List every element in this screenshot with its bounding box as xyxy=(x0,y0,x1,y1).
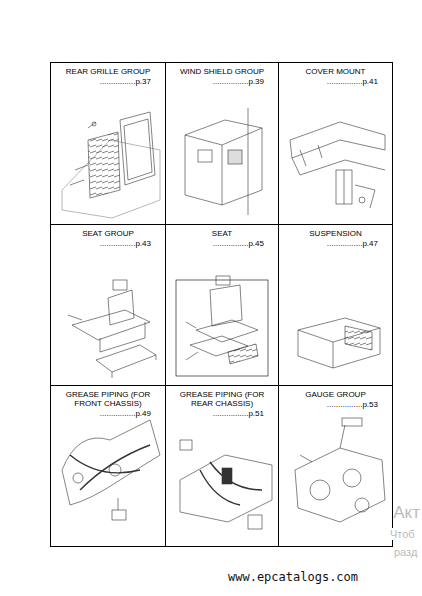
watermark-url: www.epcatalogs.com xyxy=(228,570,358,584)
index-cell: SEAT................p.45 xyxy=(165,224,279,386)
section-title: GREASE PIPING (FOR FRONT CHASSIS) xyxy=(62,390,154,408)
activation-notice: Чтоб xyxy=(390,528,415,540)
section-title: GAUGE GROUP xyxy=(282,390,389,399)
index-cell: REAR GRILLE GROUP................p.37 xyxy=(50,62,166,225)
wind-shield-drawing xyxy=(185,108,262,215)
gauge-drawing xyxy=(295,418,385,522)
index-cell: GREASE PIPING (FOR FRONT CHASSIS).......… xyxy=(50,385,166,547)
seat-group-drawing xyxy=(68,280,156,378)
seat-drawing xyxy=(176,276,268,376)
index-cell: GAUGE GROUP................p.53 xyxy=(278,385,393,547)
section-title: SEAT GROUP xyxy=(54,229,162,238)
section-title: COVER MOUNT xyxy=(282,67,389,76)
page-reference: ................p.45 xyxy=(169,239,264,248)
section-title: SUSPENSION xyxy=(282,229,389,238)
page-reference: ................p.53 xyxy=(282,400,378,409)
page-reference: ................p.43 xyxy=(54,239,151,248)
page-reference: ................p.47 xyxy=(282,239,378,248)
page-reference: ................p.41 xyxy=(282,77,378,86)
suspension-drawing xyxy=(298,318,380,368)
index-cell: SUSPENSION................p.47 xyxy=(278,224,393,386)
rear-grille-drawing xyxy=(62,112,160,218)
index-cell: COVER MOUNT................p.41 xyxy=(278,62,393,225)
section-title: REAR GRILLE GROUP xyxy=(54,67,162,76)
cover-mount-drawing xyxy=(290,122,385,208)
section-title: WIND SHIELD GROUP xyxy=(169,67,275,76)
grease-front-drawing xyxy=(62,420,160,520)
section-title: GREASE PIPING (FOR REAR CHASSIS) xyxy=(176,390,268,408)
index-cell: SEAT GROUP................p.43 xyxy=(50,224,166,386)
grease-rear-drawing xyxy=(180,440,272,529)
page-reference: ................p.51 xyxy=(169,409,264,418)
page-reference: ................p.37 xyxy=(54,77,151,86)
page-reference: ................p.39 xyxy=(169,77,264,86)
section-title: SEAT xyxy=(169,229,275,238)
page-reference: ................p.49 xyxy=(54,409,151,418)
activation-notice: Акт xyxy=(393,503,420,523)
index-cell: GREASE PIPING (FOR REAR CHASSIS)........… xyxy=(165,385,279,547)
index-cell: WIND SHIELD GROUP................p.39 xyxy=(165,62,279,225)
activation-notice: разд xyxy=(394,546,417,558)
